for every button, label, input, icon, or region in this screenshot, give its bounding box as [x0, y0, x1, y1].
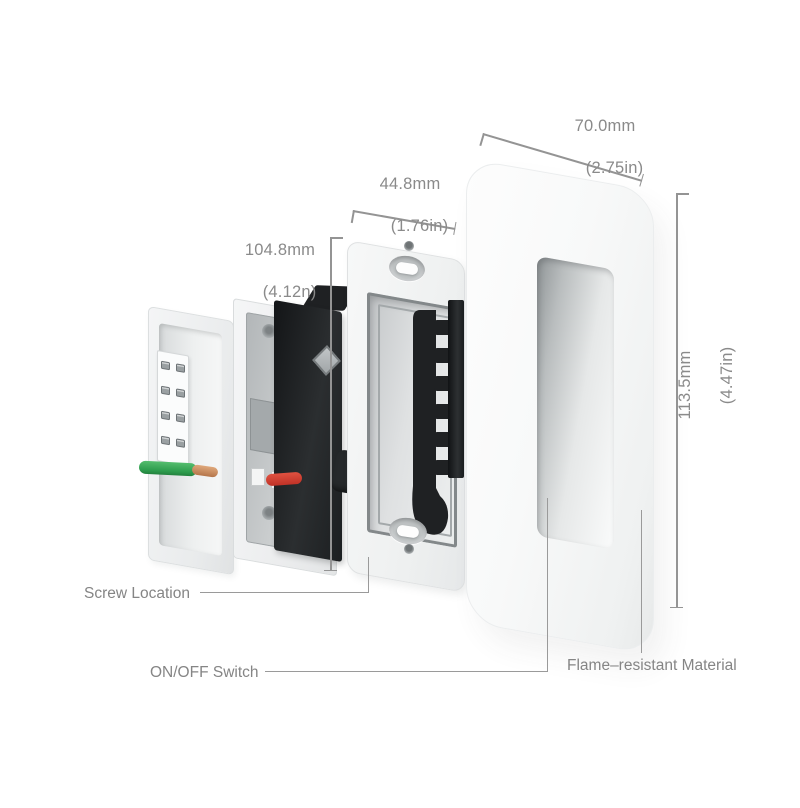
module-slot-a: [251, 468, 265, 486]
terminal-slot: [161, 435, 170, 446]
dimension-label-bracket-width: 44.8mm (1.76in): [345, 174, 475, 237]
leader-screw-location-v: [368, 557, 370, 593]
dimension-mm: 70.0mm: [574, 117, 636, 135]
relay-module-plate: [274, 300, 342, 562]
dimension-line-bracket-height: [324, 237, 343, 571]
screw-slot-top-pill: [395, 261, 419, 276]
dimension-label-plate-height: 113.5mm (4.47in): [675, 325, 736, 445]
rocker-paddle: [412, 310, 452, 535]
dimension-mm: 44.8mm: [379, 175, 441, 193]
callout-on-off-switch: ON/OFF Switch: [150, 664, 259, 681]
terminal-block: [157, 350, 189, 467]
screw-boss-bottom: [262, 506, 276, 520]
callout-screw-location: Screw Location: [84, 585, 190, 602]
terminal-slot: [161, 385, 170, 396]
dimension-mm: 104.8mm: [244, 241, 316, 259]
dimension-in: (4.47in): [718, 346, 736, 405]
bracket-hole-top: [404, 241, 414, 251]
terminal-slot: [176, 413, 185, 423]
callout-flame-material: Flame–resistant Material: [567, 657, 737, 674]
terminal-slot: [176, 388, 185, 398]
dimension-tick: [479, 133, 485, 146]
wall-plate-opening: [537, 256, 614, 550]
dimension-tick: [670, 606, 684, 608]
screw-slot-bottom-pill: [396, 524, 420, 539]
dimension-tick: [330, 237, 343, 239]
terminal-slot: [176, 438, 185, 448]
leader-flame-material-v: [640, 510, 642, 653]
leader-on-off-switch-h: [265, 671, 548, 673]
leader-on-off-switch-v: [546, 498, 548, 672]
dimension-tick: [324, 569, 338, 571]
dimension-in: (4.12n): [262, 283, 317, 301]
dimension-line-plate-height: [670, 193, 689, 608]
dimension-label-plate-width: 70.0mm (2.75in): [540, 116, 670, 179]
paddle-edge-slab: [448, 300, 464, 478]
red-wire: [265, 471, 303, 487]
screw-boss-top: [262, 324, 276, 338]
bracket-hole-bottom: [404, 544, 414, 554]
dimension-label-bracket-height: 104.8mm (4.12n): [215, 240, 345, 303]
terminal-slot: [176, 363, 185, 373]
leader-screw-location-h: [200, 592, 369, 594]
dimension-mm: 113.5mm: [676, 350, 694, 420]
dimension-tick: [676, 193, 689, 195]
dimension-in: (2.75in): [585, 159, 644, 177]
dimension-in: (1.76in): [390, 217, 449, 235]
terminal-slot: [161, 410, 170, 421]
terminal-slot: [161, 360, 170, 371]
